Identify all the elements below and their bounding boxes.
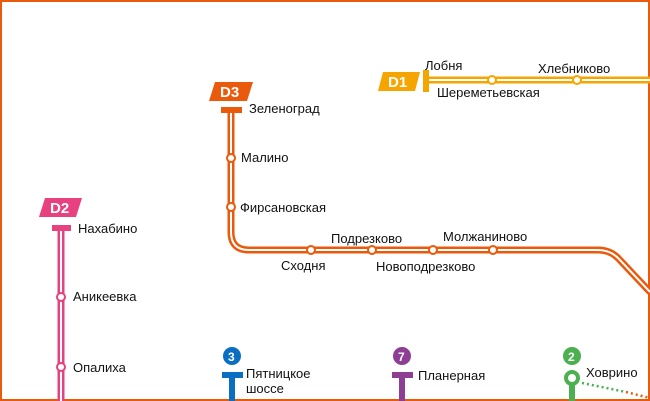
station-molzhaninovo[interactable]: Молжаниново [443, 229, 527, 244]
metro-line-7[interactable]: 7 Планерная [392, 347, 485, 401]
station-khovrino[interactable]: Ховрино [586, 365, 638, 380]
d3-badge[interactable] [209, 82, 253, 101]
station-marker[interactable] [56, 362, 66, 372]
station-khlebnikovo[interactable]: Хлебниково [538, 61, 610, 76]
station-skhodnya[interactable]: Сходня [281, 258, 326, 273]
station-novopodrezkovo[interactable]: Новоподрезково [376, 259, 475, 274]
station-marker[interactable] [572, 75, 582, 85]
line-2-icon [563, 347, 581, 365]
line-3-icon [223, 347, 241, 365]
station-zelenograd[interactable]: Зеленоград [249, 101, 320, 116]
line-3-number: 3 [228, 350, 235, 364]
station-marker[interactable] [487, 75, 497, 85]
station-marker[interactable] [564, 370, 580, 386]
line-2-number: 2 [568, 350, 575, 364]
station-marker[interactable] [56, 292, 66, 302]
d2-badge[interactable] [39, 198, 82, 217]
station-nakhabino[interactable]: Нахабино [78, 221, 137, 236]
line-7-icon [393, 347, 411, 365]
station-planernaya[interactable]: Планерная [418, 368, 485, 383]
station-pyatnitskoe[interactable]: Пятницкое [246, 366, 311, 381]
metro-line-2[interactable]: 2 Ховрино [563, 347, 650, 401]
d3-badge-label: D3 [220, 84, 239, 101]
station-marker[interactable] [367, 245, 377, 255]
d1-badge[interactable] [378, 72, 420, 91]
transfer-dotted-link [625, 390, 650, 400]
station-shosse[interactable]: шоссе [246, 381, 284, 396]
station-podrezkovo[interactable]: Подрезково [331, 231, 402, 246]
station-marker[interactable] [428, 245, 438, 255]
d3-line[interactable]: D3 Зеленоград Малино Фирсановская Сходня… [209, 82, 650, 295]
d1-badge-label: D1 [388, 74, 407, 91]
station-marker[interactable] [306, 245, 316, 255]
d2-line[interactable]: D2 Нахабино Аникеевка Опалиха [39, 198, 137, 401]
metro-line-3[interactable]: 3 Пятницкое шоссе [222, 347, 311, 401]
station-sheremetyevskaya[interactable]: Шереметьевская [437, 85, 540, 100]
station-opalikha[interactable]: Опалиха [73, 360, 127, 375]
station-marker[interactable] [226, 153, 236, 163]
station-lobnya[interactable]: Лобня [425, 58, 462, 73]
line-7-number: 7 [398, 350, 405, 364]
d1-line[interactable]: D1 Лобня Шереметьевская Хлебниково [378, 58, 650, 100]
station-marker[interactable] [226, 202, 236, 212]
station-firsanovskaya[interactable]: Фирсановская [240, 200, 326, 215]
station-malino[interactable]: Малино [241, 150, 288, 165]
transfer-dotted-link [581, 381, 627, 394]
d2-badge-label: D2 [50, 200, 69, 217]
station-anikeevka[interactable]: Аникеевка [73, 289, 137, 304]
station-marker[interactable] [488, 245, 498, 255]
